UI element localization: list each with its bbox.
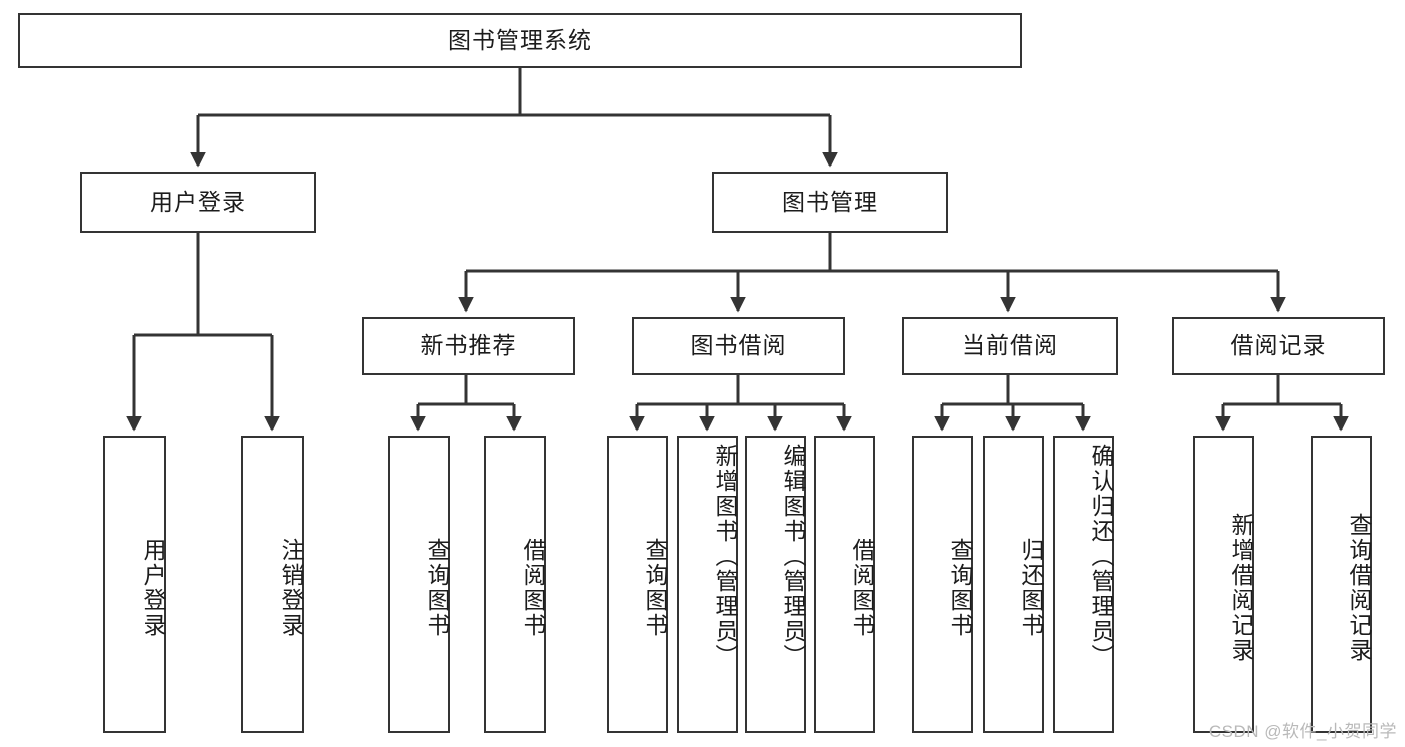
node-leaf-cur-return-book[interactable]: 归还图书	[983, 436, 1044, 733]
node-borrow-record-label: 借阅记录	[1230, 332, 1327, 359]
node-leaf-borrow-borrow-book[interactable]: 借阅图书	[814, 436, 875, 733]
node-user-login-label: 用户登录	[150, 188, 246, 215]
node-root-label: 图书管理系统	[448, 26, 592, 53]
node-leaf-borrow-query-book-label: 查询图书	[642, 537, 668, 638]
node-new-book-rec[interactable]: 新书推荐	[362, 317, 575, 375]
node-leaf-user-logout-label: 注销登录	[278, 537, 304, 638]
node-current-borrow-label: 当前借阅	[962, 332, 1058, 359]
watermark-text: CSDN @软件_小贺同学	[1208, 722, 1397, 741]
node-leaf-cur-query-book-label: 查询图书	[947, 537, 973, 638]
node-book-borrow[interactable]: 图书借阅	[632, 317, 845, 375]
node-book-manage-label: 图书管理	[782, 188, 878, 215]
node-leaf-cur-return-book-label: 归还图书	[1018, 537, 1044, 638]
node-leaf-borrow-borrow-book-label: 借阅图书	[849, 537, 875, 638]
node-leaf-cur-query-book[interactable]: 查询图书	[912, 436, 973, 733]
node-leaf-borrow-query-book[interactable]: 查询图书	[607, 436, 668, 733]
node-leaf-borrow-edit-book-label: 编辑图书（管理员）	[780, 444, 806, 669]
node-leaf-rec-add-record[interactable]: 新增借阅记录	[1193, 436, 1254, 733]
node-leaf-user-logout[interactable]: 注销登录	[241, 436, 304, 733]
node-leaf-rec-borrow-book[interactable]: 借阅图书	[484, 436, 546, 733]
node-borrow-record[interactable]: 借阅记录	[1172, 317, 1385, 375]
node-leaf-user-login-label: 用户登录	[140, 537, 166, 638]
node-leaf-rec-query-record[interactable]: 查询借阅记录	[1311, 436, 1372, 733]
node-root[interactable]: 图书管理系统	[18, 13, 1022, 68]
node-leaf-borrow-edit-book[interactable]: 编辑图书（管理员）	[745, 436, 806, 733]
node-current-borrow[interactable]: 当前借阅	[902, 317, 1118, 375]
node-leaf-rec-query-book-label: 查询图书	[424, 537, 450, 638]
node-user-login[interactable]: 用户登录	[80, 172, 316, 233]
node-leaf-borrow-add-book[interactable]: 新增图书（管理员）	[677, 436, 738, 733]
node-new-book-rec-label: 新书推荐	[420, 332, 517, 359]
node-book-borrow-label: 图书借阅	[690, 332, 787, 359]
node-book-manage[interactable]: 图书管理	[712, 172, 948, 233]
node-leaf-cur-confirm-return-label: 确认归还（管理员）	[1088, 444, 1114, 669]
node-leaf-borrow-add-book-label: 新增图书（管理员）	[712, 444, 738, 669]
node-leaf-rec-add-record-label: 新增借阅记录	[1228, 512, 1254, 663]
node-leaf-rec-query-record-label: 查询借阅记录	[1346, 512, 1372, 663]
node-leaf-rec-borrow-book-label: 借阅图书	[520, 537, 546, 638]
node-leaf-cur-confirm-return[interactable]: 确认归还（管理员）	[1053, 436, 1114, 733]
node-leaf-rec-query-book[interactable]: 查询图书	[388, 436, 450, 733]
node-leaf-user-login[interactable]: 用户登录	[103, 436, 166, 733]
